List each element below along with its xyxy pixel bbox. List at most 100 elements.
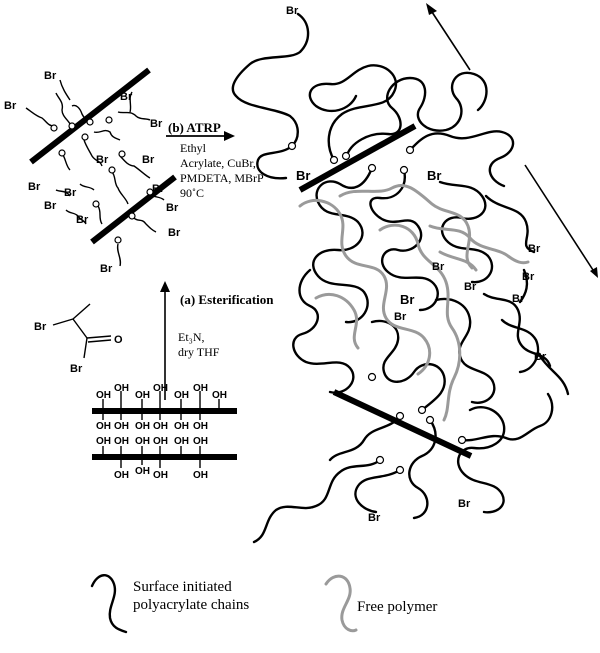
bromine-label: Br [150, 118, 163, 130]
oh-label: OH [174, 436, 189, 447]
oh-label: OH [114, 383, 129, 394]
bromine-label: Br [166, 202, 179, 214]
oh-label: OH [114, 421, 129, 432]
oh-label: OH [96, 436, 111, 447]
ester-oxygen-ring [81, 133, 89, 141]
reagent-atom-br: Br [70, 363, 83, 375]
oh-label: OH [96, 390, 111, 401]
atrp-conditions: Ethyl Acrylate, CuBr, PMDETA, MBrP 90˚C [180, 141, 264, 200]
ester-oxygen-ring [367, 372, 377, 382]
legend-free-polymer-swatch [324, 574, 358, 633]
bromine-label: Br [76, 214, 89, 226]
oh-label: OH [114, 470, 129, 481]
hydroxylated-surface: OH OH OH OH OH OH OH OH OH OH OH OH OH O… [92, 383, 237, 481]
ester-oxygen-ring [92, 200, 100, 208]
legend-grafted-label: Surface initiated polyacrylate chains [133, 579, 250, 613]
oh-label: OH [135, 421, 150, 432]
ester-oxygen-ring [329, 155, 339, 165]
oh-label: OH [153, 383, 168, 394]
ester-oxygen-ring [146, 188, 154, 196]
chain-end-bromines: Br Br Br Br Br Br Br Br Br Br Br Br Br [286, 5, 547, 524]
bromine-label: Br [142, 154, 155, 166]
ester-oxygen-ring [118, 150, 126, 158]
ester-oxygen-ring [399, 165, 409, 175]
esterification-arrow [160, 281, 170, 400]
oh-label: OH [153, 436, 168, 447]
oh-label: OH [193, 436, 208, 447]
bromine-label: Br [296, 168, 310, 183]
ester-oxygen-ring [417, 405, 427, 415]
ester-oxygen-ring [50, 124, 58, 132]
oh-label: OH [114, 436, 129, 447]
ester-oxygen-ring [457, 435, 467, 445]
bromine-label: Br [522, 271, 535, 283]
ester-oxygen-ring [68, 122, 76, 130]
ester-oxygen-ring [58, 149, 66, 157]
bromopropionyl-bromide-structure: Br O Br [34, 303, 123, 375]
ester-oxygen-ring [367, 163, 377, 173]
oh-label: OH [135, 390, 150, 401]
reagent-atom-o: O [114, 334, 123, 346]
oh-label: OH [153, 421, 168, 432]
bromine-label: Br [286, 5, 299, 17]
esterification-conditions: Et₃N, dry THF [178, 330, 220, 359]
ester-oxygen-ring [287, 141, 297, 151]
bromine-label: Br [44, 200, 57, 212]
polymer-brush-network: Br Br Br Br Br Br Br Br Br Br Br Br Br [231, 5, 570, 544]
bromine-label: Br [427, 168, 441, 183]
grafted-ester-oxygens [287, 141, 467, 475]
grafted-chains [231, 12, 570, 544]
terminal-bromines: Br Br Br Br Br Br Br Br Br Br Br Br Br B… [4, 70, 181, 275]
bromine-label: Br [152, 183, 165, 195]
bromine-label: Br [4, 100, 17, 112]
bromine-label: Br [368, 512, 381, 524]
ester-oxygen-ring [108, 166, 116, 174]
legend-grafted-chain-swatch [90, 574, 128, 634]
ester-oxygen-ring [405, 145, 415, 155]
bromine-label: Br [464, 281, 477, 293]
oh-label: OH [174, 421, 189, 432]
ester-oxygen-ring [375, 455, 385, 465]
ester-oxygen-ring [341, 151, 351, 161]
bromine-label: Br [120, 91, 133, 103]
oh-label: OH [135, 466, 150, 477]
oh-label: OH [96, 421, 111, 432]
oh-label: OH [135, 436, 150, 447]
bromine-label: Br [528, 243, 541, 255]
bromine-label: Br [394, 311, 407, 323]
bromine-label: Br [512, 293, 525, 305]
ester-oxygen-ring [395, 411, 405, 421]
bromine-label: Br [458, 498, 471, 510]
hydroxyl-groups: OH OH OH OH OH OH OH OH OH OH OH OH OH O… [96, 383, 227, 481]
bromine-label: Br [432, 261, 445, 273]
grafted-sheet-lower [332, 389, 473, 459]
bromine-label: Br [96, 154, 109, 166]
initiator-functionalized-surface: Br Br Br Br Br Br Br Br Br Br Br Br Br B… [4, 67, 181, 275]
oh-label: OH [193, 383, 208, 394]
bromine-label: Br [534, 351, 547, 363]
atrp-step-label: (b) ATRP [168, 120, 221, 135]
free-polymer-chains [298, 183, 530, 422]
ester-oxygen-ring [114, 236, 122, 244]
oh-label: OH [193, 421, 208, 432]
ester-oxygen-ring [425, 415, 435, 425]
grafted-sheet-upper [298, 123, 417, 193]
oh-label: OH [174, 390, 189, 401]
bromine-label: Br [168, 227, 181, 239]
ester-oxygen-ring [105, 116, 113, 124]
reagent-atom-br: Br [34, 321, 47, 333]
bromine-label: Br [44, 70, 57, 82]
oh-label: OH [193, 470, 208, 481]
ester-oxygens [50, 116, 154, 244]
bromine-label: Br [400, 292, 414, 307]
ester-oxygen-ring [395, 465, 405, 475]
stretch-arrow-upper [426, 3, 471, 71]
atrp-arrow [166, 131, 235, 141]
ester-oxygen-ring [128, 212, 136, 220]
oh-label: OH [153, 470, 168, 481]
bromine-label: Br [28, 181, 41, 193]
oh-label: OH [212, 390, 227, 401]
bromine-label: Br [64, 187, 77, 199]
bromine-label: Br [100, 263, 113, 275]
